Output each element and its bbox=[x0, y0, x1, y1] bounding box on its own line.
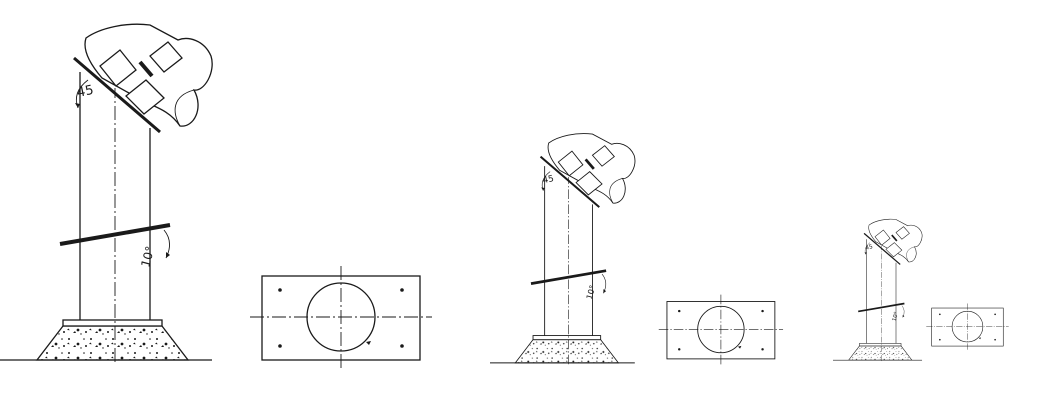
angle-label-10: 10° bbox=[892, 311, 900, 322]
support-medium: 45 10° bbox=[488, 132, 637, 366]
support-small: 45 10° bbox=[832, 218, 923, 362]
angle-label-45: 45 bbox=[865, 244, 874, 251]
angle-label-10: 10° bbox=[138, 245, 157, 269]
support-large: 45 10° bbox=[0, 22, 215, 365]
angle-label-10: 10° bbox=[584, 284, 597, 301]
plate-small bbox=[925, 303, 1009, 351]
plate-medium bbox=[658, 294, 784, 367]
angle-label-45: 45 bbox=[76, 83, 95, 101]
angle-label-45: 45 bbox=[542, 174, 555, 186]
plate-large bbox=[249, 265, 433, 371]
